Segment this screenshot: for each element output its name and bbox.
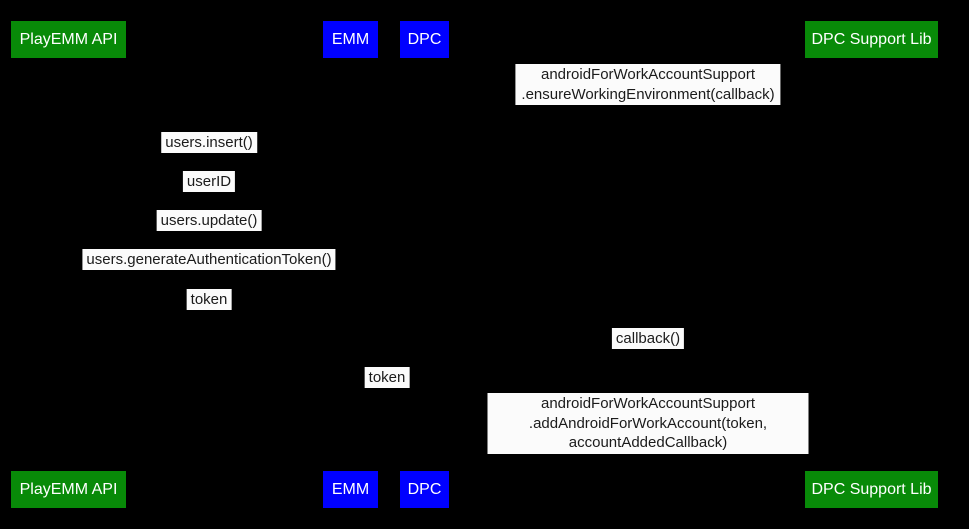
message-add-android-for-work-account: androidForWorkAccountSupport .addAndroid…	[487, 393, 809, 454]
message-user-id: userID	[182, 171, 236, 192]
message-ensure-working-environment: androidForWorkAccountSupport .ensureWork…	[515, 64, 781, 105]
message-users-update: users.update()	[156, 210, 262, 231]
participant-dpc-top: DPC	[400, 21, 449, 58]
message-users-generate-authentication-token: users.generateAuthenticationToken()	[82, 249, 336, 270]
message-token-to-dpc: token	[364, 367, 410, 388]
participant-dpc-bottom: DPC	[400, 471, 449, 508]
message-users-insert: users.insert()	[161, 132, 257, 153]
participant-dpc-support-lib-top: DPC Support Lib	[805, 21, 938, 58]
message-token-to-emm: token	[186, 289, 232, 310]
participant-emm-top: EMM	[323, 21, 378, 58]
participant-playemm-api-top: PlayEMM API	[11, 21, 126, 58]
participant-emm-bottom: EMM	[323, 471, 378, 508]
participant-playemm-api-bottom: PlayEMM API	[11, 471, 126, 508]
participant-dpc-support-lib-bottom: DPC Support Lib	[805, 471, 938, 508]
message-callback: callback()	[611, 328, 685, 349]
